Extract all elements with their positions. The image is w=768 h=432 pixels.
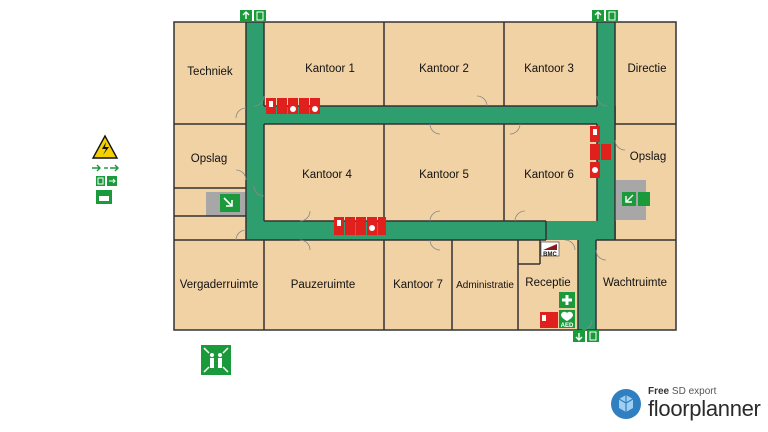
room-label-pauzeruimte: Pauzeruimte xyxy=(291,279,356,291)
escape-route-corridors xyxy=(246,22,616,330)
room-label-kantoor-1: Kantoor 1 xyxy=(305,63,355,75)
exit-sign-top-right xyxy=(592,10,618,22)
room-label-techniek: Techniek xyxy=(187,66,233,78)
room-label-kantoor-2: Kantoor 2 xyxy=(419,63,469,75)
room-label-receptie: Receptie xyxy=(525,277,570,289)
assembly-point-icon xyxy=(201,345,231,375)
floorplanner-logo-icon xyxy=(611,389,641,419)
fire-equipment-right xyxy=(590,126,611,178)
walls xyxy=(173,21,677,331)
exit-door-icon xyxy=(96,176,117,186)
exit-sign-top-left xyxy=(240,10,266,22)
floorplanner-branding: Free SD export floorplanner xyxy=(610,386,761,426)
room-label-administratie: Administratie xyxy=(456,280,514,291)
escape-route-arrow-icon xyxy=(92,164,119,172)
room-label-kantoor-5: Kantoor 5 xyxy=(419,169,469,181)
electrical-hazard-icon xyxy=(91,134,119,159)
aed-label: AED xyxy=(561,323,574,329)
room-label-opslag-left: Opslag xyxy=(191,153,227,165)
bmc-panel-sign: BMC xyxy=(540,241,560,258)
fire-equipment-middle xyxy=(334,217,386,235)
room-label-vergaderruimte: Vergaderruimte xyxy=(180,279,259,291)
export-free-label: Free xyxy=(648,386,670,397)
aed-sign: AED xyxy=(559,310,575,329)
room-label-opslag-right: Opslag xyxy=(630,151,666,163)
emergency-light-icon xyxy=(96,190,112,204)
doors xyxy=(235,95,626,331)
room-label-kantoor-3: Kantoor 3 xyxy=(524,63,574,75)
room-label-kantoor-6: Kantoor 6 xyxy=(524,169,574,181)
stairwell-right xyxy=(616,180,650,220)
room-label-directie: Directie xyxy=(628,63,667,75)
first-aid-sign xyxy=(559,292,575,308)
stairwell-left xyxy=(206,192,246,216)
bmc-label: BMC xyxy=(543,252,557,258)
room-label-kantoor-7: Kantoor 7 xyxy=(393,279,443,291)
export-note: Free SD export xyxy=(648,386,716,397)
room-label-kantoor-4: Kantoor 4 xyxy=(302,169,352,181)
exit-sign-bottom xyxy=(573,330,599,342)
fire-equipment-top xyxy=(266,98,320,114)
brand-name: floorplanner xyxy=(648,396,761,421)
room-label-wachtruimte: Wachtruimte xyxy=(603,277,667,289)
export-rest-label: SD export xyxy=(671,386,717,397)
fire-equipment-reception xyxy=(540,312,558,328)
